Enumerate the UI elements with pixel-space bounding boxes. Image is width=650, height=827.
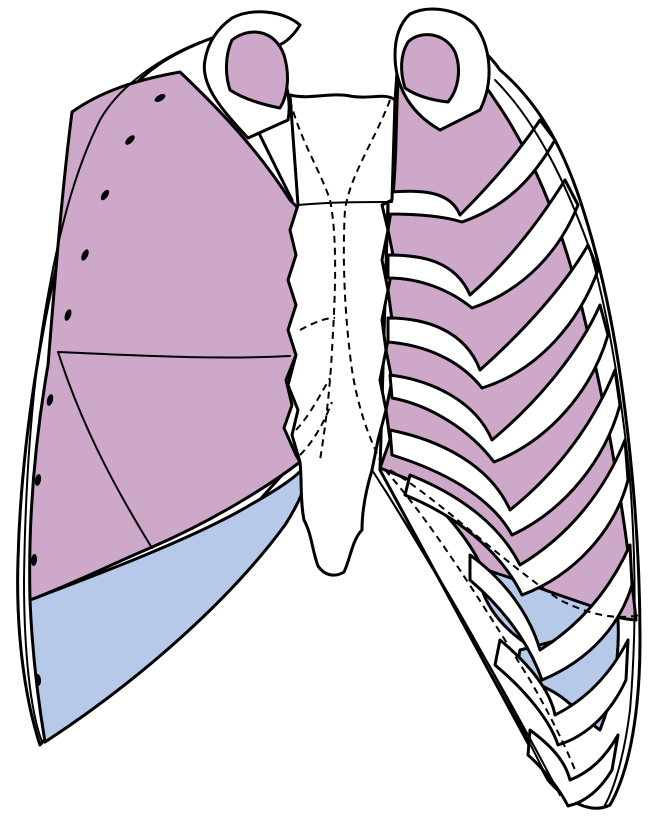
- sternum: [288, 95, 395, 575]
- apex-left: [402, 35, 459, 102]
